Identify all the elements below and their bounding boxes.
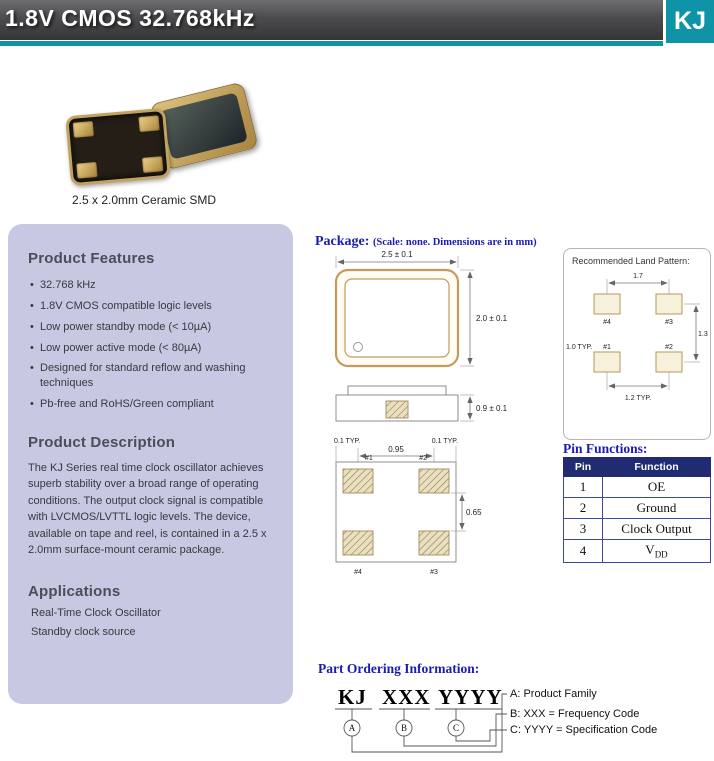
applications-heading: Applications (28, 582, 121, 600)
pin-number: 2 (563, 497, 603, 519)
photo-pad (76, 161, 98, 179)
pin-function: Ground (602, 497, 711, 519)
land-pad4-label: #4 (603, 319, 611, 326)
land-height-label: 1.3 (698, 331, 708, 338)
dim-width-label: 2.5 ± 0.1 (381, 250, 413, 259)
function-col-header: Function (602, 457, 711, 477)
circle-a-label: A (349, 723, 356, 733)
part-segment-spec: YYYY (438, 685, 503, 709)
pin1-marker (353, 342, 363, 352)
feature-item: Pb-free and RoHS/Green compliant (28, 397, 273, 412)
legend-item-b: B: XXX = Frequency Code (510, 708, 639, 720)
pin-functions-table: Pin Function 1 OE 2 Ground 3 Clock Outpu… (563, 457, 711, 563)
dim-offset-right-label: 0.1 TYP. (432, 438, 458, 445)
land-width-label: 1.7 (633, 273, 643, 280)
feature-item: Low power active mode (< 80µA) (28, 341, 273, 356)
product-photo (65, 81, 266, 192)
pin-number: 3 (563, 518, 603, 540)
dim-pitch-label: 0.95 (388, 445, 404, 454)
description-text: The KJ Series real time clock oscillator… (28, 461, 267, 557)
feature-item: Low power standby mode (< 10µA) (28, 320, 273, 335)
application-item: Standby clock source (31, 625, 136, 638)
pad-2 (418, 468, 450, 494)
land-pad-width-label: 1.0 TYP. (566, 344, 592, 351)
land-pad-4 (593, 293, 621, 315)
land-pitch-label: 1.2 TYP. (625, 395, 651, 402)
land-pad1-label: #1 (603, 344, 611, 351)
table-row: 2 Ground (563, 497, 711, 519)
brand-logo-text: KJ (674, 7, 706, 35)
features-list: 32.768 kHz 1.8V CMOS compatible logic le… (28, 278, 273, 412)
land-pad3-label: #3 (665, 319, 673, 326)
package-bottom-photo (65, 107, 171, 187)
pin-col-header: Pin (563, 457, 603, 477)
page-title: 1.8V CMOS 32.768kHz (5, 5, 255, 31)
dim-offset-left-label: 0.1 TYP. (334, 438, 360, 445)
pin-functions-heading: Pin Functions: (563, 441, 648, 456)
ordering-diagram: KJ XXX YYYY A B C A: Product Family B: X… (335, 685, 657, 753)
legend-item-c: C: YYYY = Specification Code (510, 724, 657, 736)
land-pattern-title: Recommended Land Pattern: (572, 256, 690, 266)
circle-b-label: B (401, 723, 407, 733)
table-row: 1 OE (563, 476, 711, 498)
dim-height-label: 2.0 ± 0.1 (476, 314, 508, 323)
header-accent-strip (0, 41, 714, 46)
package-lid (160, 92, 248, 160)
table-row: 3 Clock Output (563, 518, 711, 540)
pad3-label: #3 (430, 569, 438, 576)
photo-pad (72, 121, 94, 138)
description-heading: Product Description (28, 433, 176, 451)
pin-function: VDD (602, 539, 711, 563)
pin-function: OE (602, 476, 711, 498)
application-item: Real-Time Clock Oscillator (31, 606, 161, 619)
features-panel: Product Features 32.768 kHz 1.8V CMOS co… (8, 224, 293, 704)
package-heading-label: Package: (315, 234, 370, 249)
pad-3 (418, 530, 450, 556)
photo-pad (142, 156, 164, 173)
package-drawing: 2.5 ± 0.1 2.0 ± 0.1 0.9 ± 0.1 0.1 TYP. 0… (334, 250, 508, 576)
circle-c-label: C (453, 723, 459, 733)
dim-row-gap-label: 0.65 (466, 508, 482, 517)
land-pattern-box: Recommended Land Pattern: 1.7 1.3 #4 #3 … (563, 248, 711, 440)
features-heading: Product Features (28, 250, 155, 267)
land-pad-2 (655, 351, 683, 373)
ordering-heading: Part Ordering Information: (318, 661, 480, 676)
pad-1 (342, 468, 374, 494)
feature-item: 32.768 kHz (28, 278, 273, 293)
header-bar: 1.8V CMOS 32.768kHz (0, 0, 714, 40)
brand-logo: KJ (663, 0, 714, 46)
feature-item: Designed for standard reflow and washing… (28, 361, 273, 391)
feature-item: 1.8V CMOS compatible logic levels (28, 299, 273, 314)
dim-thickness-label: 0.9 ± 0.1 (476, 404, 508, 413)
pin-number: 1 (563, 476, 603, 498)
part-segment-family: KJ (338, 685, 367, 709)
land-pad2-label: #2 (665, 344, 673, 351)
land-pad-3 (655, 293, 683, 315)
vdd-subscript: DD (654, 549, 668, 560)
pin-number: 4 (563, 539, 603, 563)
package-side-view-lid (347, 385, 447, 396)
land-pattern-drawing: 1.7 1.3 #4 #3 1.0 TYP. #1 #2 1.2 TYP. (566, 273, 708, 402)
pad2-label: #2 (419, 455, 427, 462)
legend-item-a: A: Product Family (510, 688, 597, 700)
pin-function: Clock Output (602, 518, 711, 540)
table-row: 4 VDD (563, 539, 711, 563)
photo-pad (138, 115, 160, 133)
package-heading-note: (Scale: none. Dimensions are in mm) (372, 237, 537, 248)
pad-4 (342, 530, 374, 556)
land-pad-1 (593, 351, 621, 373)
package-heading: Package: (Scale: none. Dimensions are in… (315, 234, 537, 250)
pad1-label: #1 (365, 455, 373, 462)
part-segment-frequency: XXX (382, 685, 431, 709)
photo-caption: 2.5 x 2.0mm Ceramic SMD (72, 193, 217, 207)
pad4-label: #4 (354, 569, 362, 576)
